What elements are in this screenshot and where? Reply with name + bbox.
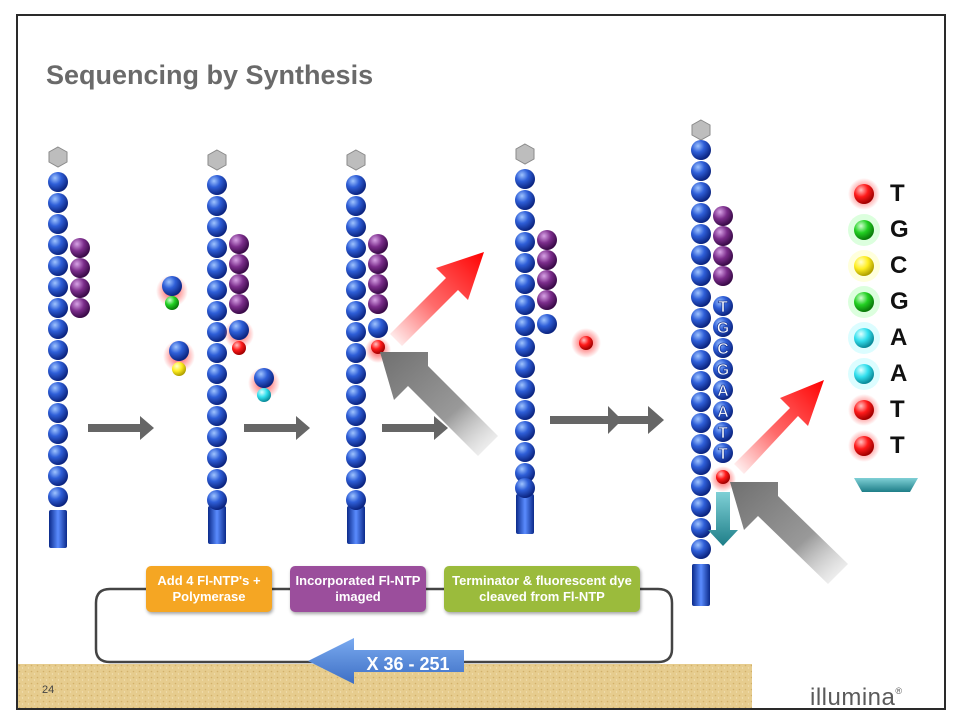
- process-arrow-1: [88, 416, 154, 440]
- illumina-logo: illumina®: [810, 684, 903, 710]
- strand-4: [515, 143, 601, 534]
- legend-letter: A: [890, 324, 908, 351]
- slide: T G C G A A T T Sequencing b: [16, 14, 946, 710]
- strand-letter: A: [717, 404, 729, 421]
- slide-title: Sequencing by Synthesis: [46, 60, 374, 90]
- page-number: 24: [42, 684, 55, 696]
- emission-arrow-1: [390, 252, 484, 346]
- strand-letters: T G C G A A T T: [716, 299, 729, 464]
- excitation-arrow-1: [380, 352, 498, 456]
- step-add-ntp: Add 4 Fl-NTP's + Polymerase: [146, 566, 272, 612]
- cycle-arrow: [308, 638, 464, 684]
- strand-3: [346, 149, 498, 544]
- strand-1: [48, 146, 90, 548]
- step-imaged: Incorporated Fl-NTP imaged: [290, 566, 426, 612]
- diagram-art: T G C G A A T T: [18, 119, 918, 708]
- legend-letter: T: [890, 396, 905, 423]
- strand-letter: G: [717, 320, 729, 337]
- legend-dots: [848, 178, 880, 462]
- strand-letter: T: [718, 299, 728, 316]
- strand-5: T G C G A A T T: [691, 119, 848, 606]
- logo-text: illumina: [810, 684, 896, 710]
- legend-letter: G: [890, 216, 909, 243]
- strand-letter: A: [717, 383, 729, 400]
- cycle-count-label: X 36 - 251: [366, 654, 450, 674]
- legend-letter: C: [890, 252, 908, 279]
- excitation-arrow-2: [730, 482, 848, 584]
- strand-2: [207, 149, 254, 544]
- free-nucleotides: [156, 275, 280, 402]
- registered-mark: ®: [895, 686, 903, 696]
- legend-letter: G: [890, 288, 909, 315]
- legend-letter: T: [890, 180, 905, 207]
- strand-letter: T: [718, 446, 728, 463]
- strand-letter: G: [717, 362, 729, 379]
- process-arrow-3: [382, 416, 448, 440]
- strand-letter: C: [717, 341, 729, 358]
- process-arrow-2: [244, 416, 310, 440]
- legend-letter: A: [890, 360, 908, 387]
- step-cleave: Terminator & fluorescent dye cleaved fro…: [444, 566, 640, 612]
- legend-down-arrow: [854, 478, 918, 492]
- emission-arrow-2: [734, 380, 824, 474]
- legend-letter: T: [890, 432, 905, 459]
- strand-letter: T: [718, 425, 728, 442]
- process-arrow-4: [550, 406, 622, 434]
- process-arrows: [88, 406, 664, 440]
- strand-1-beads: [48, 172, 90, 507]
- teal-down-arrow: [708, 492, 738, 546]
- process-arrow-5: [612, 406, 664, 434]
